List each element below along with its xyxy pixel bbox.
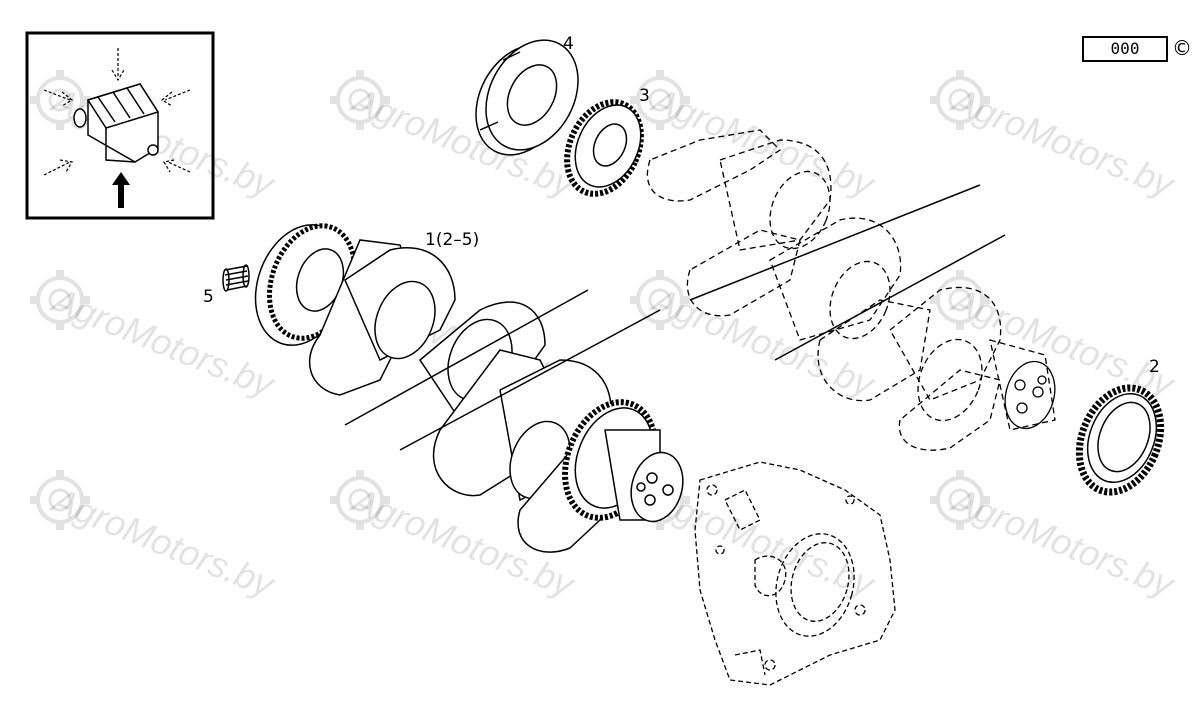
watermark-text: AgroMotors.by [945, 79, 1181, 206]
callout-assembly-1: 1(2–5) [425, 230, 479, 250]
direction-arrows [43, 48, 191, 176]
engine-orientation-inset [25, 31, 215, 220]
break-lines [344, 184, 1006, 451]
watermark-text: AgroMotors.by [645, 279, 881, 406]
callout-part-5: 5 [203, 287, 214, 307]
crankshaft-phantom-outline [646, 129, 1056, 451]
watermark-text: AgroMotors.by [945, 279, 1181, 406]
watermark-text: AgroMotors.by [45, 79, 281, 206]
engine-block-icon [73, 83, 160, 163]
watermark-text: AgroMotors.by [945, 479, 1181, 606]
copyright-mark: © [1172, 36, 1192, 60]
watermark-text: AgroMotors.by [45, 279, 281, 406]
callout-part-2: 2 [1149, 357, 1160, 377]
timing-gear-part-3 [564, 99, 644, 197]
watermark-text: AgroMotors.by [645, 79, 881, 206]
seal-ring-part-4 [475, 39, 579, 156]
up-arrow-icon [112, 172, 130, 208]
callout-part-4: 4 [563, 34, 574, 54]
crankshaft-assembly-part-1 [254, 223, 684, 553]
spring-part-5 [222, 264, 250, 292]
gear-ring-part-2 [1075, 384, 1165, 496]
diagram-code-box: 000 [1082, 36, 1168, 62]
timing-cover-phantom [694, 461, 896, 686]
callout-part-3: 3 [639, 86, 650, 106]
watermark-text: AgroMotors.by [45, 479, 281, 606]
